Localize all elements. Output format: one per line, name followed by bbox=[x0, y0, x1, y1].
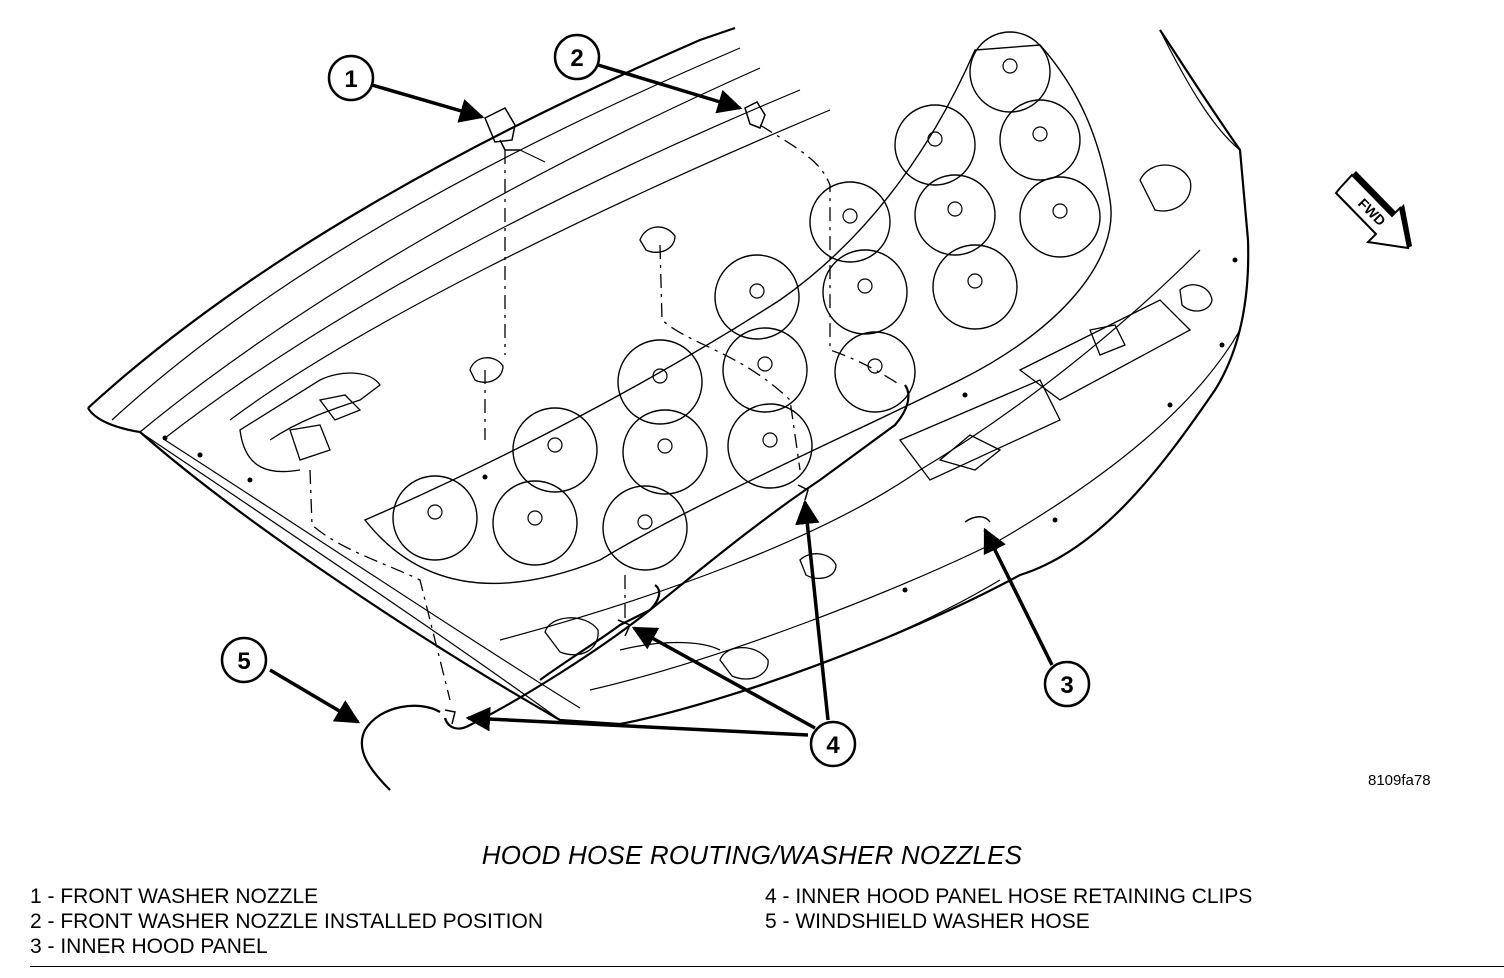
legend-item: 2 - FRONT WASHER NOZZLE INSTALLED POSITI… bbox=[30, 910, 544, 933]
legend-item: 3 - INNER HOOD PANEL bbox=[30, 935, 268, 958]
legend-item: 1 - FRONT WASHER NOZZLE bbox=[30, 885, 319, 908]
callout-5: 5 bbox=[237, 648, 250, 675]
washer-nozzle-1-icon bbox=[484, 107, 546, 163]
insulation-pad bbox=[363, 44, 1112, 584]
pad-circle-holes bbox=[427, 58, 1068, 530]
diagram-title: HOOD HOSE ROUTING/WASHER NOZZLES bbox=[481, 840, 1023, 870]
legend-left: 1 - FRONT WASHER NOZZLE 2 - FRONT WASHER… bbox=[30, 884, 543, 959]
callout-1: 1 bbox=[344, 66, 357, 93]
callout-4: 4 bbox=[826, 732, 840, 759]
bottom-rule bbox=[30, 966, 1504, 967]
hood-outline bbox=[87, 26, 1250, 726]
callout-2: 2 bbox=[570, 45, 583, 72]
hose-routing-dashed bbox=[309, 124, 901, 701]
hose-clips bbox=[444, 484, 991, 725]
legend-item: 4 - INNER HOOD PANEL HOSE RETAINING CLIP… bbox=[765, 885, 1253, 908]
mounting-holes bbox=[162, 257, 1238, 593]
pad-circles bbox=[392, 31, 1101, 571]
callout-arrows bbox=[269, 63, 1054, 737]
washer-nozzle-2-icon bbox=[744, 101, 766, 129]
callout-circles bbox=[220, 33, 1091, 768]
fwd-arrow-icon: FWD bbox=[1334, 171, 1412, 250]
legend-right: 4 - INNER HOOD PANEL HOSE RETAINING CLIP… bbox=[765, 884, 1252, 934]
legend-item: 5 - WINDSHIELD WASHER HOSE bbox=[765, 910, 1090, 933]
hood-ribs bbox=[239, 164, 1213, 680]
figure-reference: 8109fa78 bbox=[1368, 772, 1431, 789]
callout-3: 3 bbox=[1060, 672, 1073, 699]
